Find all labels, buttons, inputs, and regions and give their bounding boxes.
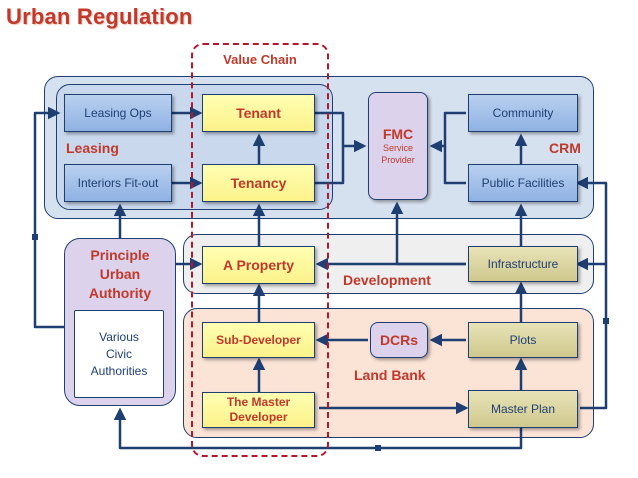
master-developer-line2: Developer (229, 410, 288, 424)
land-bank-label: Land Bank (354, 367, 426, 383)
leasing-ops-box[interactable]: Leasing Ops (64, 94, 172, 132)
arrow-plan-loop-to-public (575, 176, 608, 410)
arrow-tenancy-to-fmc (315, 146, 345, 185)
various-line2: Civic (105, 346, 132, 361)
various-civic-authorities-box[interactable]: Various Civic Authorities (74, 310, 164, 398)
fmc-title: FMC (382, 125, 414, 142)
public-facilities-box[interactable]: Public Facilities (468, 164, 578, 202)
junction-node (375, 445, 381, 451)
junction-node (603, 318, 609, 324)
development-label: Development (343, 272, 431, 288)
arrow-community-to-fmc (429, 111, 466, 153)
master-plan-box[interactable]: Master Plan (468, 390, 578, 428)
value-chain-frame (191, 43, 329, 457)
dcrs-box[interactable]: DCRs (370, 322, 428, 358)
arrow-tenant-to-fmc (315, 111, 367, 153)
master-developer-box[interactable]: The Master Developer (202, 392, 315, 428)
various-line1: Various (99, 329, 139, 344)
junction-node (32, 234, 38, 240)
a-property-box[interactable]: A Property (202, 246, 315, 284)
page-title: Urban Regulation (6, 4, 193, 29)
pua-line2: Urban (99, 266, 141, 282)
arrow-public-to-fmc (443, 146, 466, 185)
master-developer-line1: The Master (226, 395, 291, 409)
leasing-label: Leasing (66, 140, 119, 156)
pua-line1: Principle (90, 247, 150, 263)
interiors-fitout-box[interactable]: Interiors Fit-out (64, 164, 172, 202)
tenancy-box[interactable]: Tenancy (202, 164, 315, 202)
principle-urban-authority-label: Principle Urban Authority (64, 246, 176, 303)
tenant-box[interactable]: Tenant (202, 94, 315, 132)
infrastructure-box[interactable]: Infrastructure (468, 246, 578, 282)
fmc-subtitle-1: Service (382, 142, 413, 153)
arrow-pua-loop-to-leasing (33, 106, 64, 329)
plots-box[interactable]: Plots (468, 322, 578, 358)
fmc-box[interactable]: FMC Service Provider (368, 92, 428, 200)
community-box[interactable]: Community (468, 94, 578, 132)
fmc-subtitle-2: Provider (381, 154, 415, 165)
crm-label: CRM (549, 140, 581, 156)
sub-developer-box[interactable]: Sub-Developer (202, 322, 315, 358)
arrow-infra-to-fmc (390, 201, 466, 266)
value-chain-label: Value Chain (223, 52, 297, 67)
various-line3: Authorities (90, 363, 148, 378)
pua-line3: Authority (88, 285, 152, 301)
